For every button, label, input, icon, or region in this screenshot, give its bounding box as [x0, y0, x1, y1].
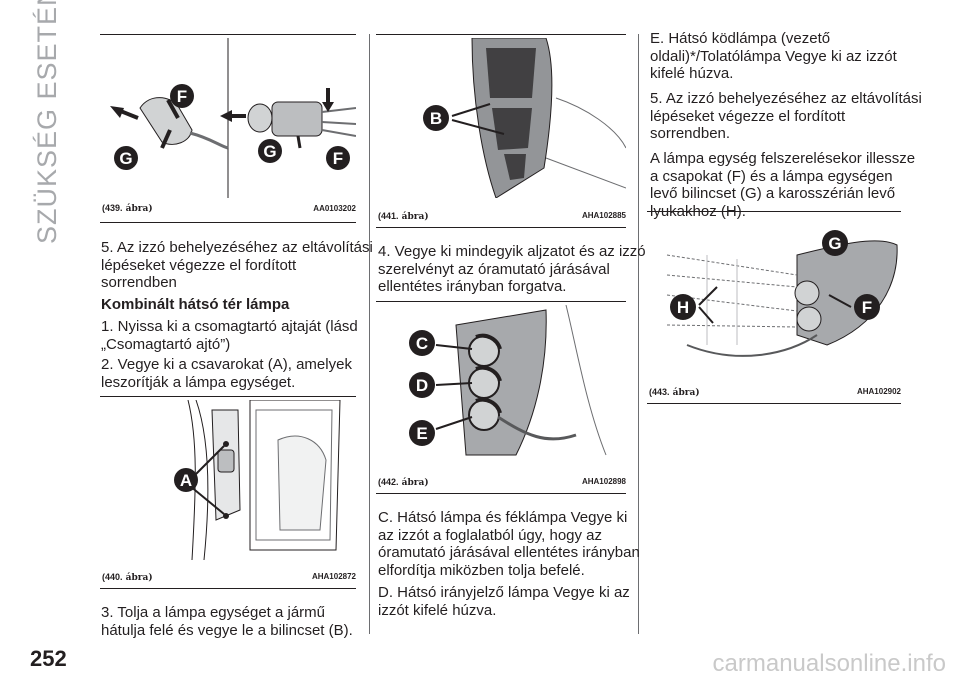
figure-443-caption: (443. ábra) — [649, 387, 700, 398]
col1-paragraph-2: 1. Nyissa ki a csomagtartó ajtaját (lásd… — [101, 318, 358, 353]
figure-439-caption: (439. ábra) — [102, 203, 153, 214]
col1-heading: Kombinált hátsó tér lámpa — [101, 296, 290, 313]
figure-439-bottom-rule — [100, 222, 356, 223]
figure-442-top-rule — [376, 301, 626, 302]
figure-442-illustration: C D E — [376, 305, 626, 465]
figure-439-top-rule — [100, 34, 356, 35]
figure-440-caption: (440. ábra) — [102, 572, 153, 583]
label-g-icon: G — [263, 142, 276, 161]
figure-442-caption: (442. ábra) — [378, 477, 429, 488]
figure-443-top-rule — [647, 211, 901, 212]
figure-440-top-rule — [100, 396, 356, 397]
figure-443-code: AHA102902 — [856, 387, 901, 396]
figure-439-illustration: F G G F — [100, 38, 356, 198]
label-d-icon: D — [416, 376, 428, 395]
col1-paragraph-1: 5. Az izzó behelyezéséhez az eltávolítás… — [101, 239, 373, 291]
label-e-icon: E — [416, 424, 427, 443]
figure-440-bottom-rule — [100, 588, 356, 589]
figure-441-caption: (441. ábra) — [378, 211, 429, 222]
figure-441-code: AHA102885 — [581, 211, 626, 220]
column-divider-1 — [369, 34, 370, 634]
label-g-icon: G — [119, 149, 132, 168]
figure-443-illustration: G H F — [647, 215, 901, 373]
label-g-icon: G — [828, 234, 841, 253]
label-a-icon: A — [180, 471, 192, 490]
figure-442-code: AHA102898 — [581, 477, 626, 486]
col2-paragraph-1: 4. Vegye ki mindegyik aljzatot és az izz… — [378, 243, 646, 295]
label-f-icon: F — [177, 87, 187, 106]
col3-paragraph-2: 5. Az izzó behelyezéséhez az eltávolítás… — [650, 90, 922, 142]
column-divider-2 — [638, 34, 639, 634]
label-h-icon: H — [677, 298, 689, 317]
figure-439-code: AA0103202 — [313, 204, 356, 213]
figure-441-illustration: B — [376, 38, 626, 198]
figure-443-bottom-rule — [647, 403, 901, 404]
figure-441-bottom-rule — [376, 227, 626, 228]
label-f-icon: F — [333, 149, 343, 168]
watermark: carmanualsonline.info — [712, 650, 946, 677]
page-number: 252 — [30, 646, 67, 671]
figure-440-illustration: A — [100, 400, 356, 560]
label-c-icon: C — [416, 334, 428, 353]
figure-440-code: AHA102872 — [311, 572, 356, 581]
figure-442-bottom-rule — [376, 493, 626, 494]
figure-441-top-rule — [376, 34, 626, 35]
label-f-icon: F — [862, 298, 872, 317]
label-b-icon: B — [430, 109, 442, 128]
